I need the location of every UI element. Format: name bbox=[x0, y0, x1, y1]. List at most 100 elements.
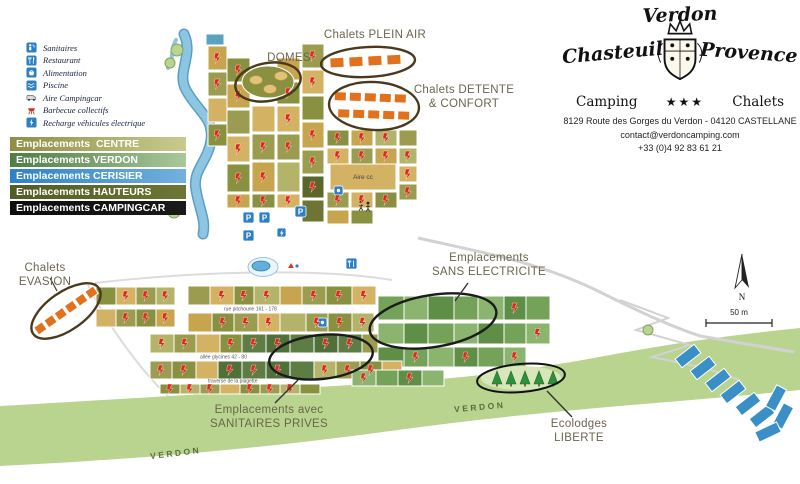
electric-pitch-icon bbox=[122, 312, 130, 324]
electric-pitch-icon bbox=[161, 290, 169, 302]
electric-pitch-icon bbox=[335, 290, 343, 302]
electric-pitch-icon bbox=[259, 141, 267, 153]
electric-pitch-icon bbox=[166, 383, 174, 395]
chalet-buildings bbox=[32, 53, 795, 443]
label-text: LIBERTE bbox=[554, 432, 604, 445]
pitch-parcel bbox=[398, 129, 418, 147]
chalet bbox=[352, 108, 366, 120]
electric-pitch-icon bbox=[360, 290, 368, 302]
label-sanitaires-prives: Emplacements avec SANITAIRES PRIVES bbox=[203, 403, 335, 432]
ecolodges-ellipse bbox=[476, 362, 566, 394]
pitch-parcel-cerisier bbox=[734, 391, 762, 417]
electric-pitch-icon bbox=[313, 317, 321, 329]
person-body bbox=[365, 204, 371, 212]
zone-label: Emplacements HAUTEURS bbox=[16, 186, 152, 198]
label-text: Emplacements bbox=[449, 252, 529, 264]
tree-icon bbox=[170, 43, 184, 57]
zone-legend-verdon: Emplacements VERDON bbox=[10, 153, 186, 167]
verdon-river-band bbox=[0, 328, 800, 466]
electric-pitch-icon bbox=[142, 290, 150, 302]
electric-pitch-icon bbox=[246, 383, 254, 395]
electric-pitch-icon bbox=[358, 194, 366, 206]
label-domes: DOMES bbox=[259, 51, 319, 65]
street-label: traverse de la plagette bbox=[208, 379, 258, 385]
chalet bbox=[43, 313, 58, 329]
legend-label: Recharge véhicules électrique bbox=[43, 117, 146, 128]
dome-tent bbox=[263, 84, 277, 94]
chalet bbox=[32, 321, 48, 336]
legend-label: Restaurant bbox=[43, 55, 81, 65]
ev-charge-icon bbox=[26, 117, 37, 128]
restaurant-icon bbox=[26, 54, 37, 66]
pitch-parcel-cerisier bbox=[764, 384, 788, 412]
brand-camping: Camping bbox=[576, 94, 638, 110]
pitch-parcel bbox=[219, 383, 241, 395]
plein-air-ellipse bbox=[319, 45, 417, 79]
pitch-parcel bbox=[427, 295, 455, 321]
play-area-icon bbox=[288, 263, 294, 268]
alimentation-icon bbox=[26, 67, 37, 78]
zone-label: Emplacements VERDON bbox=[16, 154, 138, 166]
electric-pitch-icon bbox=[142, 312, 150, 324]
aire-cc-label: Aire cc bbox=[353, 174, 374, 181]
pitch-parcel bbox=[226, 109, 251, 135]
aire-campingcar-icon bbox=[26, 95, 36, 101]
pitch-parcel bbox=[477, 295, 505, 321]
pitch-parcel bbox=[477, 322, 505, 345]
pitch-parcel bbox=[279, 312, 307, 333]
zone-label: Emplacements CENTRE bbox=[16, 138, 140, 150]
main-road bbox=[417, 236, 795, 354]
tree-icon bbox=[642, 324, 654, 336]
person-icon bbox=[366, 201, 370, 205]
chalet bbox=[84, 285, 99, 300]
legend-label: Alimentation bbox=[43, 67, 87, 78]
legend-row: Recharge véhicules électrique bbox=[26, 117, 145, 128]
sans-electricite-pointer bbox=[454, 282, 469, 302]
label-text: Chalets DETENTE bbox=[413, 84, 515, 96]
piscine-icon bbox=[26, 79, 37, 91]
scale-label: 50 m bbox=[730, 308, 748, 317]
electric-pitch-icon bbox=[250, 338, 258, 350]
electric-pitch-icon bbox=[309, 129, 317, 141]
tree-trunk bbox=[510, 384, 512, 387]
label-ecolodges-liberte: Ecolodges LIBERTE bbox=[539, 417, 619, 446]
brand-phone: +33 (0)4 92 83 61 21 bbox=[638, 143, 722, 153]
facility-legend: Sanitaires Restaurant Alimentation Pisci… bbox=[26, 42, 145, 130]
electric-pitch-icon bbox=[309, 76, 317, 88]
brand-camping-chalets: Camping ★★★ Chalets bbox=[576, 94, 784, 110]
electric-pitch-icon bbox=[334, 150, 342, 162]
electric-pitch-icon bbox=[284, 113, 292, 125]
electric-pitch-icon bbox=[406, 372, 414, 384]
electric-pitch-icon bbox=[404, 168, 412, 180]
electric-pitch-icon bbox=[382, 132, 390, 144]
pitch-parcel bbox=[453, 295, 479, 321]
zone-legend-centre: Emplacements CENTRE bbox=[10, 137, 186, 151]
electric-pitch-icon bbox=[234, 64, 242, 76]
electric-pitch-icon bbox=[234, 143, 242, 155]
electric-pitch-icon bbox=[226, 364, 234, 376]
pitch-parcel bbox=[477, 346, 505, 368]
sanitaires-glyph bbox=[336, 188, 341, 193]
parking-icon bbox=[242, 229, 255, 242]
barbecue-icon bbox=[28, 107, 35, 114]
pitch-parcel bbox=[403, 322, 429, 345]
brand-word-verdon: Verdon bbox=[642, 2, 718, 28]
evasion-ellipse bbox=[30, 282, 102, 340]
chalet bbox=[73, 292, 89, 307]
legend-row: Alimentation bbox=[26, 67, 145, 78]
tree-trunk bbox=[524, 384, 526, 387]
chalet bbox=[367, 109, 381, 120]
electric-pitch-icon bbox=[382, 194, 390, 206]
electric-pitch-icon bbox=[263, 290, 271, 302]
pitch-parcel bbox=[276, 161, 301, 193]
label-sans-electricite: Emplacements SANS ELECTRICITE bbox=[428, 251, 550, 280]
legend-row: Restaurant bbox=[26, 54, 145, 66]
pitch-parcel bbox=[251, 105, 276, 133]
sanitaires-glyph bbox=[320, 320, 325, 325]
three-stars: ★★★ bbox=[665, 95, 705, 109]
electric-pitch-icon bbox=[161, 312, 169, 324]
pitch-parcel bbox=[361, 333, 379, 354]
electric-pitch-icon bbox=[404, 186, 412, 198]
